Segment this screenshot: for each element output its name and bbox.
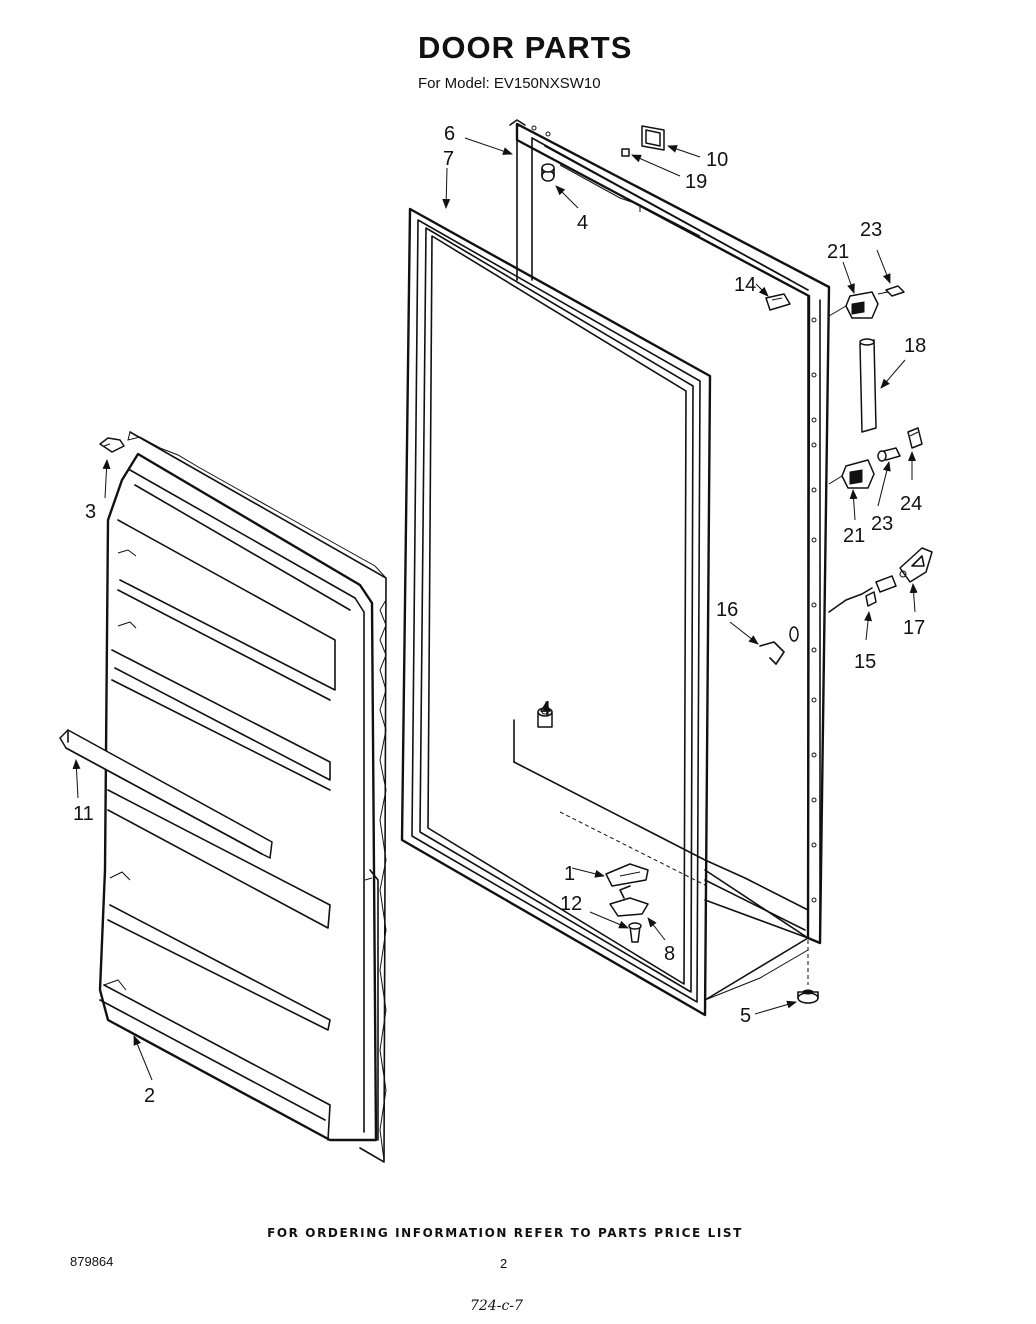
bumper-part-4-top (541, 163, 555, 182)
hinge-rod-part-18 (859, 338, 877, 433)
hinge-part-21-top (828, 291, 879, 319)
document-number: 879864 (70, 1254, 114, 1269)
callout-19: 19 (685, 171, 707, 193)
door-handle-part-11 (59, 729, 273, 859)
callout-4-bottom: 4 (540, 698, 551, 720)
handwritten-code: 724-c-7 (470, 1298, 523, 1314)
callout-4-top: 4 (577, 212, 588, 234)
callout-6: 6 (444, 123, 455, 145)
callout-17: 17 (903, 617, 925, 639)
callout-14: 14 (734, 274, 756, 296)
callout-2: 2 (144, 1085, 155, 1107)
callout-21-top: 21 (827, 241, 849, 263)
latch-part-16 (759, 626, 799, 665)
callout-16: 16 (716, 599, 738, 621)
spring-part-8 (609, 885, 649, 917)
screw-part-23-top (877, 285, 905, 297)
handle-part-17 (899, 547, 933, 583)
cord-part-15 (828, 575, 897, 613)
screw-part-3 (99, 437, 125, 453)
callout-10: 10 (706, 149, 728, 171)
page-number: 2 (500, 1256, 508, 1271)
page-title: DOOR PARTS (418, 30, 633, 65)
screw-part-23-bottom (877, 447, 901, 462)
callout-12: 12 (560, 893, 582, 915)
door-gasket-part-7 (400, 207, 712, 1017)
cam-part-1 (605, 863, 649, 887)
callout-5: 5 (740, 1005, 751, 1027)
callout-23-bottom: 23 (871, 513, 893, 535)
callout-3: 3 (85, 501, 96, 523)
outer-door-part-2 (98, 431, 387, 1163)
cap-part-24 (907, 427, 923, 449)
hinge-part-21-bottom (828, 459, 875, 489)
model-subtitle: For Model: EV150NXSW10 (418, 75, 601, 92)
callout-18: 18 (904, 335, 926, 357)
callout-15: 15 (854, 651, 876, 673)
screw-part-12 (628, 922, 642, 943)
callout-21-bottom: 21 (843, 525, 865, 547)
ordering-info-note: FOR ORDERING INFORMATION REFER TO PARTS … (267, 1226, 743, 1240)
callout-24: 24 (900, 493, 922, 515)
door-panel-part-6 (509, 119, 831, 1001)
foot-part-5 (797, 940, 819, 1004)
bracket-part-14 (765, 293, 791, 311)
clip-part-19 (621, 148, 630, 157)
callout-1: 1 (564, 863, 575, 885)
callout-11: 11 (73, 803, 94, 825)
plate-part-10 (641, 125, 665, 151)
callout-7: 7 (443, 148, 454, 170)
callout-8: 8 (664, 943, 675, 965)
callout-23-top: 23 (860, 219, 882, 241)
